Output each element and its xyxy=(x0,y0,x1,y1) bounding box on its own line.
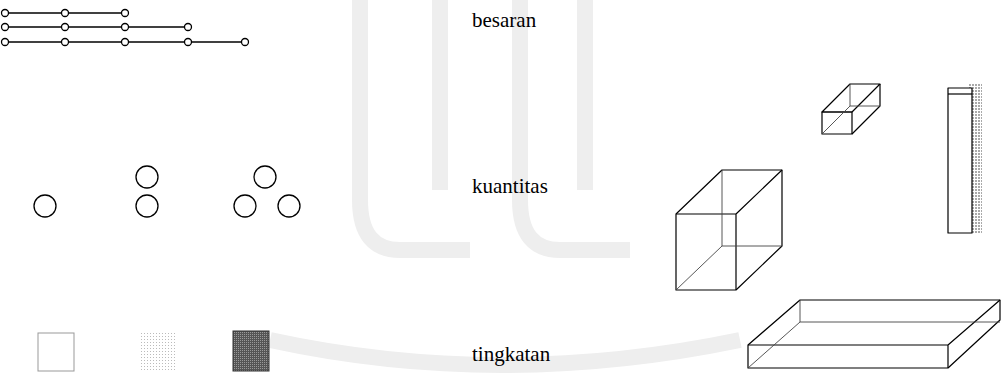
dimension-label: besaran xyxy=(472,10,536,31)
segment-rows xyxy=(2,10,249,46)
watermark xyxy=(270,0,740,365)
level-squares xyxy=(38,331,269,371)
quantity-circles xyxy=(34,166,300,217)
boxes xyxy=(676,84,1000,368)
dimension-label: kuantitas xyxy=(472,176,548,197)
dimension-label: tingkatan xyxy=(472,344,550,365)
